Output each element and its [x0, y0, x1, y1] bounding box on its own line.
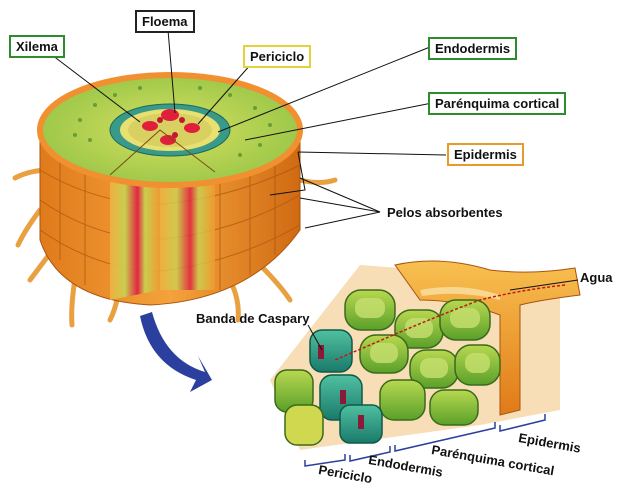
tissue-detail [270, 261, 580, 450]
label-floema: Floema [135, 10, 195, 33]
label-xilema: Xilema [9, 35, 65, 58]
label-periciclo: Periciclo [243, 45, 311, 68]
label-banda-caspary: Banda de Caspary [196, 311, 309, 326]
label-epidermis: Epidermis [447, 143, 524, 166]
label-pelos-absorbentes: Pelos absorbentes [387, 205, 503, 220]
label-parenquima-cortical: Parénquima cortical [428, 92, 566, 115]
label-endodermis: Endodermis [428, 37, 517, 60]
label-agua: Agua [580, 270, 613, 285]
